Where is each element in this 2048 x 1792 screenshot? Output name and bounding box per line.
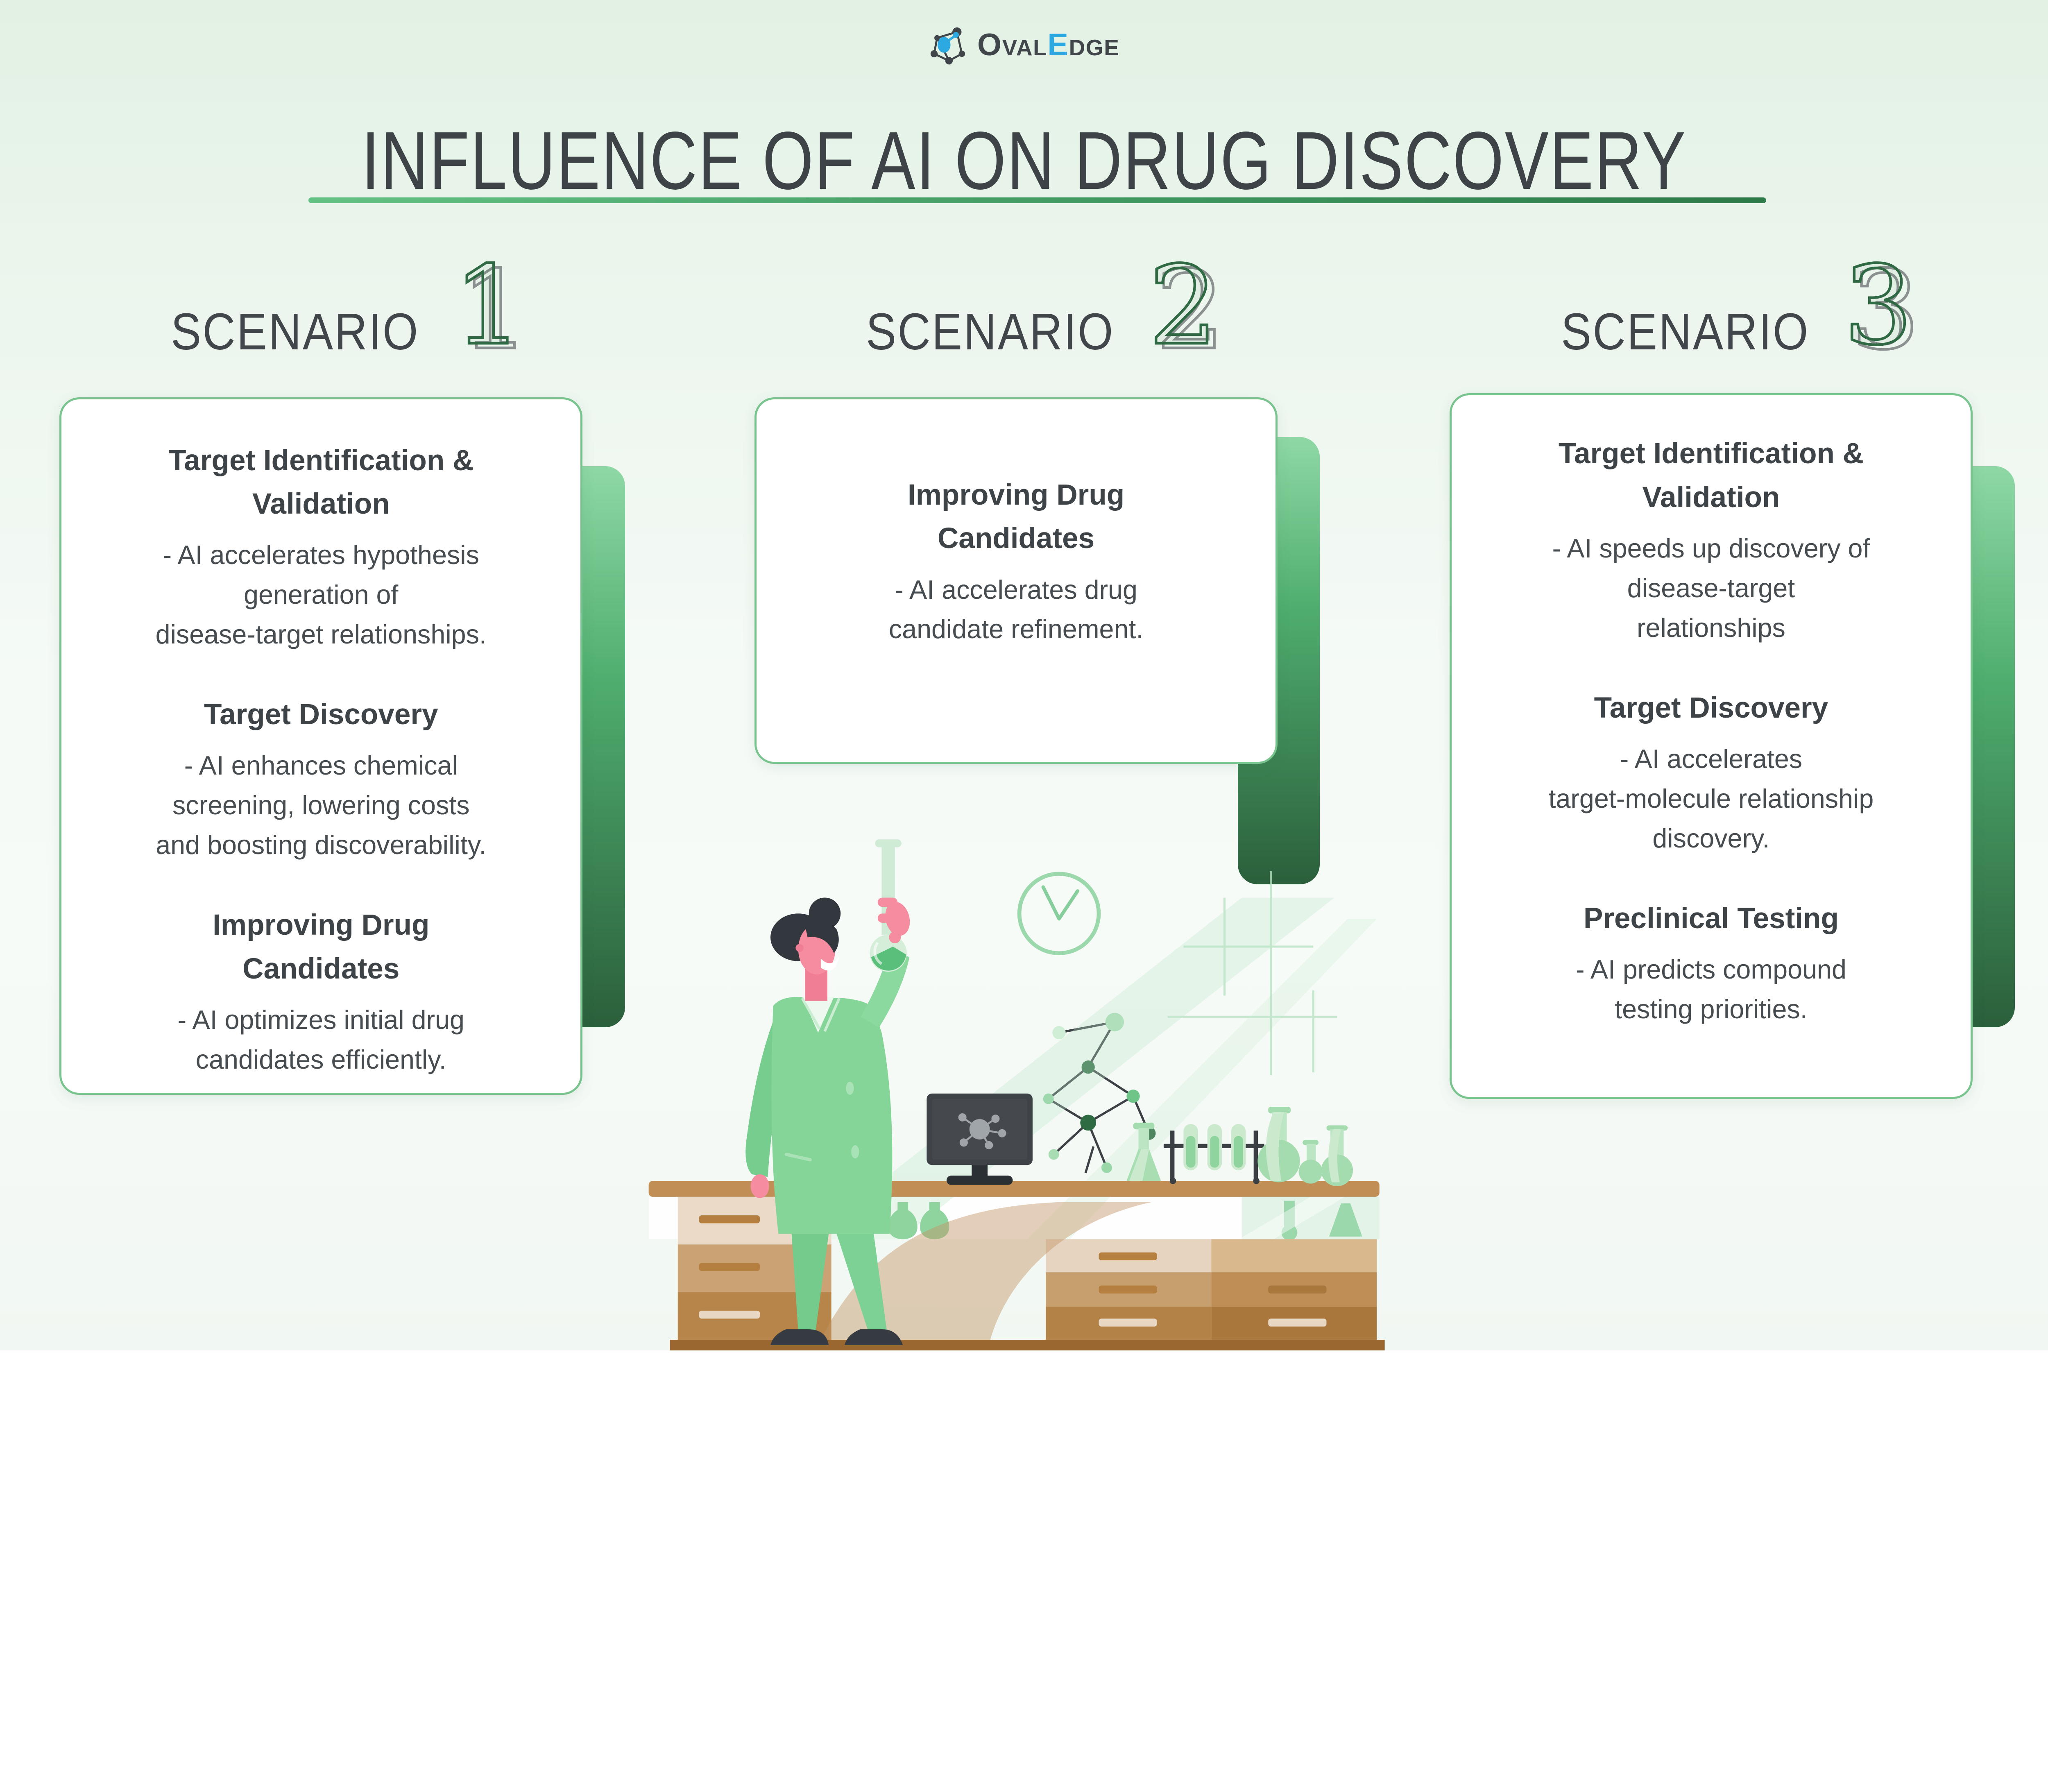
scenario-2-number: 2 2 [1147, 242, 1226, 369]
card-3-heading-1: Target Identification & Validation [1558, 437, 1864, 514]
card-1-body-2: - AI enhances chemical screening, loweri… [156, 750, 487, 860]
card-2-body-1: - AI accelerates drug candidate refineme… [888, 574, 1144, 644]
page-title-wrap: INFLUENCE OF AI ON DRUG DISCOVERY [0, 114, 2048, 208]
card-3-heading-3: Preclinical Testing [1583, 902, 1839, 935]
molecule-network-icon [928, 25, 968, 65]
logo-wordmark: OVALEDGE [977, 27, 1120, 63]
scenario-1-number-main: 1 [452, 242, 524, 369]
desk-drawers [677, 1196, 1377, 1340]
scenario-3-label: SCENARIO [1561, 302, 1810, 360]
card-section: Target Discovery - AI enhances chemical … [156, 693, 486, 865]
scenario-3-number-main: 3 [1842, 242, 1914, 369]
card-2-heading-1: Improving Drug Candidates [907, 478, 1125, 555]
card-section: Target Identification & Validation - AI … [1552, 432, 1870, 648]
scenario-3-number-shadow: 3 [1850, 247, 1921, 374]
logo-part-val: VAL [1002, 35, 1048, 61]
scenario-2-number-main: 2 [1147, 242, 1219, 369]
scenario-2-number-shadow: 2 [1155, 247, 1226, 374]
scenario-3-number: 3 3 [1842, 242, 1921, 369]
page-title: INFLUENCE OF AI ON DRUG DISCOVERY [361, 115, 1687, 206]
round-flasks-icon [1257, 1106, 1353, 1186]
monitor-icon [927, 1093, 1033, 1185]
scenario-heading-2: SCENARIO 2 2 [770, 242, 1294, 369]
scenario-2-label: SCENARIO [866, 302, 1115, 360]
card-3-body-1: - AI speeds up discovery of disease-targ… [1552, 533, 1870, 643]
card-1-heading-2: Target Discovery [204, 698, 438, 731]
infographic-page: OVALEDGE INFLUENCE OF AI ON DRUG DISCOVE… [0, 0, 2048, 1350]
scenario-heading-1: SCENARIO 1 1 [75, 242, 598, 369]
scenario-1-card: Target Identification & Validation - AI … [59, 397, 583, 1095]
test-tube-rack-icon [1163, 1124, 1264, 1184]
scenario-heading-3: SCENARIO 3 3 [1466, 242, 1989, 369]
card-section: Preclinical Testing - AI predicts compou… [1576, 897, 1846, 1029]
card-1-body-3: - AI optimizes initial drug candidates e… [177, 1004, 464, 1074]
lab-illustration [622, 821, 1416, 1350]
card-3-heading-2: Target Discovery [1594, 691, 1828, 724]
wall-clock-icon [1017, 872, 1101, 955]
logo-part-e: E [1047, 27, 1069, 63]
scenario-1-number-shadow: 1 [460, 247, 531, 374]
logo-part-o: O [977, 27, 1002, 63]
card-section: Target Identification & Validation - AI … [156, 439, 487, 655]
title-underline [308, 197, 1766, 204]
scenario-1-number: 1 1 [452, 242, 531, 369]
card-1-heading-1: Target Identification & Validation [168, 444, 474, 521]
scientist-illustration [745, 839, 910, 1345]
card-1-heading-3: Improving Drug Candidates [213, 908, 430, 985]
scenario-1-label: SCENARIO [171, 302, 420, 360]
shelf-bottles-icon [888, 1202, 949, 1239]
grid-decoration [1167, 871, 1337, 1075]
scenario-3-card: Target Identification & Validation - AI … [1450, 393, 1973, 1099]
erlenmeyer-flask-icon [1126, 1122, 1161, 1181]
card-section: Target Discovery - AI accelerates target… [1548, 686, 1874, 859]
card-section: Improving Drug Candidates - AI optimizes… [178, 904, 464, 1080]
logo: OVALEDGE [0, 25, 2048, 65]
card-3-body-3: - AI predicts compound testing prioritie… [1575, 954, 1846, 1024]
glass-cabinet-icon [1239, 1196, 1380, 1241]
card-1-body-1: - AI accelerates hypothesis generation o… [155, 540, 487, 650]
logo-part-dge: DGE [1069, 35, 1120, 61]
card-3-body-2: - AI accelerates target-molecule relatio… [1548, 744, 1874, 854]
scenario-2-card: Improving Drug Candidates - AI accelerat… [754, 397, 1278, 764]
card-section: Improving Drug Candidates - AI accelerat… [889, 473, 1144, 650]
